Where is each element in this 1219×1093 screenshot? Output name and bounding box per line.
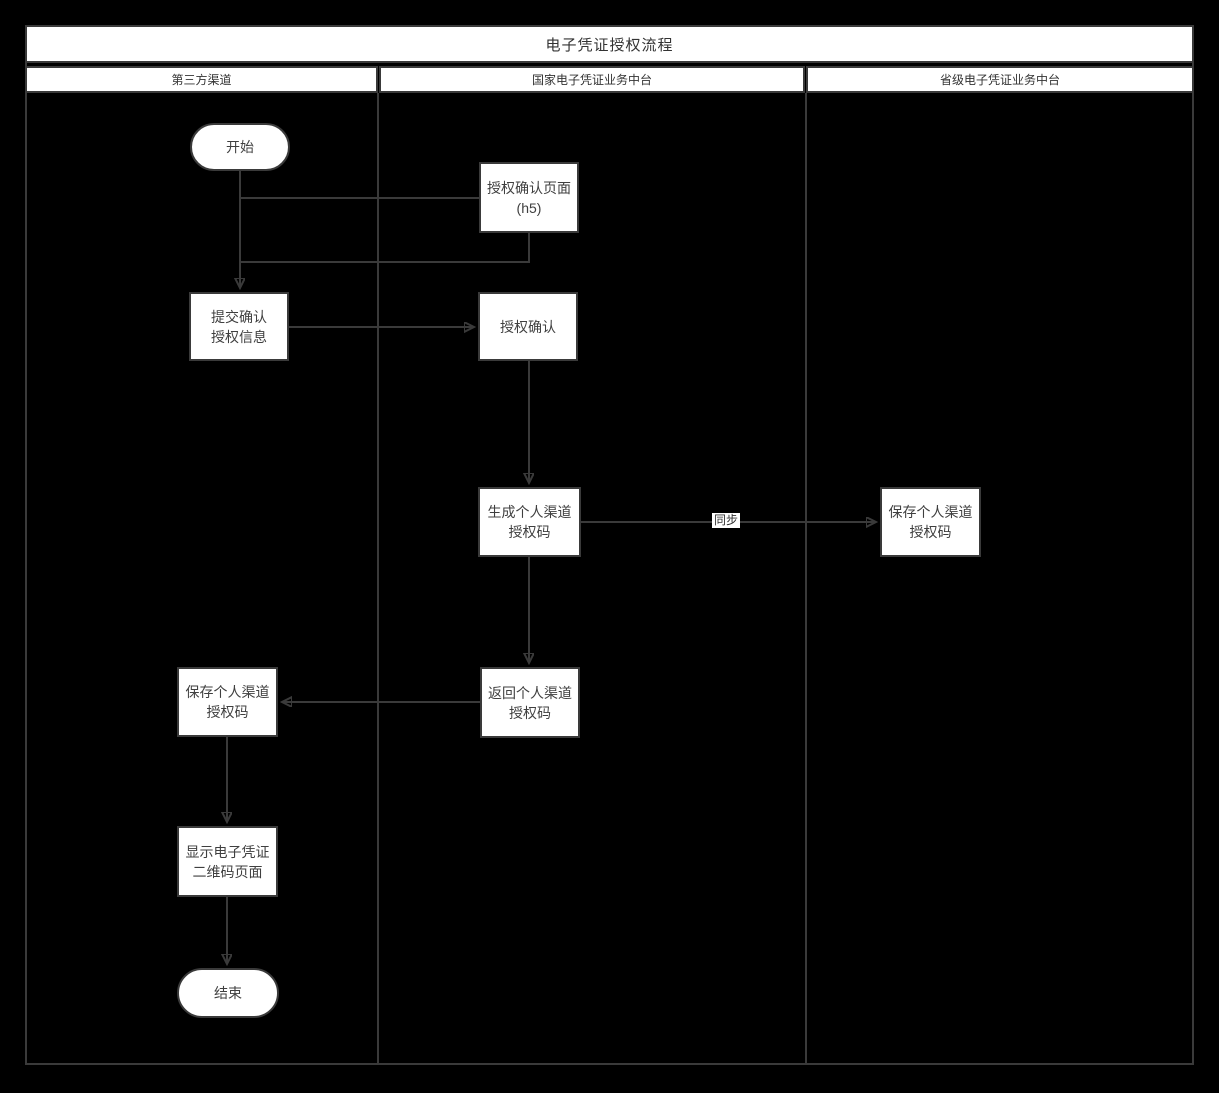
node-auth-confirm-page: 授权确认页面 (h5) [479, 162, 579, 233]
node-end: 结束 [177, 968, 279, 1018]
node-save-channel-code-provincial: 保存个人渠道 授权码 [880, 487, 981, 557]
diagram-frame [25, 25, 1194, 1065]
lane-divider-1 [377, 93, 379, 1063]
node-generate-channel-code: 生成个人渠道 授权码 [478, 487, 581, 557]
node-start: 开始 [190, 123, 290, 171]
node-save-channel-code-thirdparty: 保存个人渠道 授权码 [177, 667, 278, 737]
diagram-title: 电子凭证授权流程 [25, 25, 1194, 63]
lane-header-thirdparty-channel: 第三方渠道 [25, 66, 378, 93]
node-auth-confirm: 授权确认 [478, 292, 578, 361]
lane-header-national-platform: 国家电子凭证业务中台 [379, 66, 805, 93]
lane-divider-2 [805, 93, 807, 1063]
node-display-qr-page: 显示电子凭证 二维码页面 [177, 826, 278, 897]
node-submit-auth-info: 提交确认 授权信息 [189, 292, 289, 361]
node-return-channel-code: 返回个人渠道 授权码 [480, 667, 580, 738]
edge-label-sync: 同步 [712, 513, 741, 528]
lane-header-provincial-platform: 省级电子凭证业务中台 [806, 66, 1194, 93]
